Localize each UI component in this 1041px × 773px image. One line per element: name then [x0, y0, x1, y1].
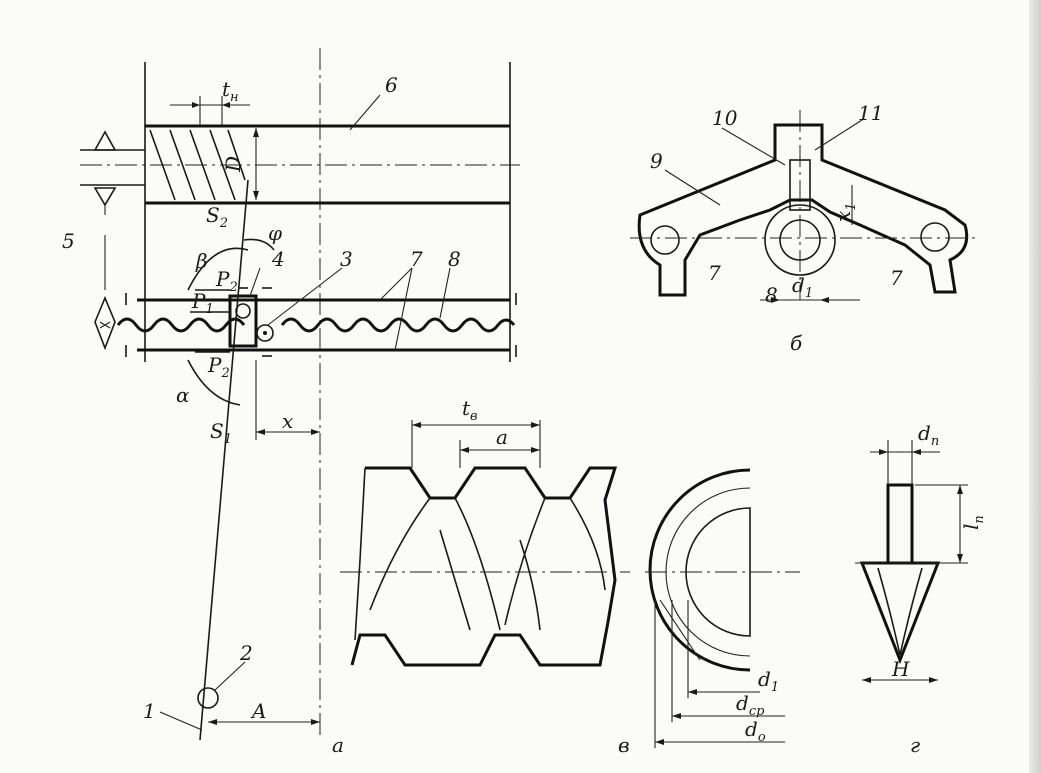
lever-line [199, 179, 249, 741]
view-label-a: а [332, 733, 344, 757]
label-11: 11 [858, 101, 883, 125]
label-x: x [282, 409, 293, 433]
label-7-a: 7 [410, 247, 423, 271]
label-x1: x1 [831, 202, 859, 222]
carriage-guide-7 [125, 293, 517, 357]
label-8-a: 8 [448, 247, 461, 271]
label-P1: P1 [191, 289, 214, 317]
label-A: A [250, 699, 266, 723]
pivot-2 [197, 687, 219, 709]
view-a [80, 48, 520, 741]
label-d1-v: d1 [758, 667, 779, 695]
label-t-n: tн [222, 77, 239, 105]
label-4: 4 [271, 247, 285, 271]
label-6: 6 [385, 73, 398, 97]
label-d0: dо [745, 717, 766, 745]
label-P2-bottom: P2 [207, 353, 230, 381]
label-1: 1 [143, 699, 156, 723]
label-a-pitch: a [496, 425, 508, 449]
view-g [855, 440, 968, 683]
label-alpha: α [176, 383, 190, 407]
label-dcp: dср [736, 691, 765, 719]
label-2: 2 [239, 641, 253, 665]
label-P2-top: P2 [215, 267, 238, 295]
label-S2: S2 [206, 203, 228, 231]
view-b [630, 110, 980, 303]
label-D: D [221, 156, 245, 173]
label-8-b: 8 [765, 283, 778, 307]
label-phi: φ [268, 221, 282, 245]
label-10: 10 [712, 106, 738, 130]
label-tB: tв [462, 396, 478, 424]
wavy-rail-8 [116, 317, 516, 333]
view-label-b: б [790, 331, 803, 355]
drum-6 [80, 124, 520, 215]
label-5: 5 [62, 229, 75, 253]
label-S1: S1 [210, 419, 232, 447]
label-dp: dп [918, 421, 939, 449]
label-7-b-left: 7 [708, 261, 721, 285]
view-label-g: г [910, 733, 920, 757]
view-v [340, 420, 800, 748]
label-d1-b: d1 [792, 273, 813, 301]
label-beta: β [195, 249, 208, 273]
label-3: 3 [340, 247, 353, 271]
label-7-b-right: 7 [890, 266, 903, 290]
label-lp: lп [959, 515, 987, 530]
label-H: H [891, 657, 910, 681]
page-edge [1029, 0, 1041, 773]
label-9: 9 [650, 149, 663, 173]
view-label-v: в [618, 733, 630, 757]
